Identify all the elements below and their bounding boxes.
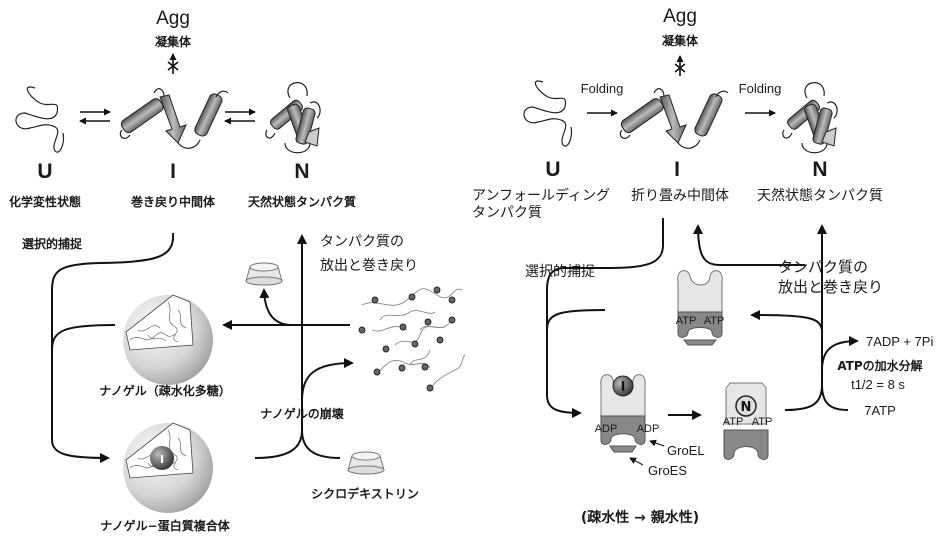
capture-label: 選択的捕捉 <box>525 264 595 280</box>
polymer-chains-icon <box>358 286 466 392</box>
cyclodextrin-icon <box>347 451 385 475</box>
folding-label-1: Folding <box>581 81 624 96</box>
state-u: U <box>545 158 560 181</box>
right-panel: Agg 凝集体 Folding Folding U I N アンフォールディング… <box>472 6 933 526</box>
atp7-label: 7ATP <box>864 403 896 418</box>
label-i: 折り畳み中間体 <box>631 188 729 204</box>
blocked-arrow-icon <box>168 54 178 74</box>
collapse-label: ナノゲルの崩壊 <box>260 406 344 421</box>
intermediate-protein-icon <box>618 88 729 149</box>
atp-label: ATP <box>723 416 744 428</box>
atp-merge-path <box>784 384 849 411</box>
capture-path <box>546 218 664 418</box>
native-protein-icon <box>265 82 321 154</box>
capture-branch <box>51 324 116 351</box>
release-label-2: 放出と巻き戻り <box>320 258 418 274</box>
unfolded-protein-icon <box>15 86 65 153</box>
equilibrium-arrow-icon <box>224 108 256 125</box>
cyclodextrin-icon <box>245 262 283 286</box>
adp-label: ADP <box>637 423 660 435</box>
release-label-2: 放出と巻き戻り <box>778 278 883 296</box>
adp-label: ADP <box>595 423 618 435</box>
equilibrium-arrow-icon <box>79 108 111 125</box>
groel-empty-icon: ATP ATP <box>676 270 725 346</box>
atp-label: ATP <box>752 416 773 428</box>
agg-label: Agg <box>156 8 190 29</box>
release-to-i-arrow <box>693 224 805 266</box>
capture-path <box>51 232 175 463</box>
groel-native-icon: N ATP ATP <box>723 382 773 460</box>
blocked-arrow-icon <box>675 56 685 76</box>
label-u-1: アンフォールディング <box>472 187 610 204</box>
state-i: I <box>674 158 680 181</box>
inner-i-label: I <box>160 453 164 466</box>
footer-label: (疎水性 → 親水性) <box>581 509 699 526</box>
hydrolysis-label: ATPの加水分解 <box>837 358 922 373</box>
inner-i-label: I <box>621 380 626 395</box>
native-protein-icon <box>782 82 838 154</box>
label-n: 天然状態タンパク質 <box>248 194 356 209</box>
cyclodextrin-label: シクロデキストリン <box>311 486 419 501</box>
aggregate-label: 凝集体 <box>155 34 192 49</box>
atp-label: ATP <box>676 315 697 327</box>
groel-intermediate-icon: I ADP ADP <box>595 374 660 453</box>
nanogel-label: ナノゲル（疎水化多糖） <box>99 383 230 398</box>
intermediate-protein-icon <box>118 88 229 149</box>
complex-icon: I <box>122 422 214 514</box>
release-label-1: タンパク質の <box>778 258 868 276</box>
state-n: N <box>294 160 309 183</box>
capture-label: 選択的捕捉 <box>22 236 83 251</box>
collapse-arrow <box>301 358 354 401</box>
cd-release-arrow <box>259 288 291 326</box>
nanogel-icon <box>122 294 214 386</box>
cd-merge-path <box>254 429 341 459</box>
state-n: N <box>812 158 827 181</box>
state-u: U <box>37 160 52 183</box>
label-u-2: タンパク質 <box>472 205 542 221</box>
release-label-1: タンパク質の <box>320 234 404 250</box>
groes-pointer <box>629 457 644 466</box>
complex-label: ナノゲル−蛋白質複合体 <box>100 518 230 533</box>
folding-label-2: Folding <box>739 81 782 96</box>
inner-n-label: N <box>741 400 752 415</box>
cycle-return-arrow <box>750 310 823 331</box>
unfolded-protein-icon <box>523 80 573 147</box>
left-panel: Agg 凝集体 U I N 化学変性状態 巻き戻り中間体 天然状態タンパク質 選… <box>9 8 466 533</box>
adp-pi-label: 7ADP + 7Pi <box>866 334 933 349</box>
agg-label: Agg <box>663 6 697 27</box>
groel-pointer <box>649 439 665 447</box>
capture-branch <box>546 309 606 331</box>
label-n: 天然状態タンパク質 <box>757 187 883 204</box>
state-i: I <box>170 160 176 183</box>
label-i: 巻き戻り中間体 <box>130 194 216 209</box>
label-u: 化学変性状態 <box>9 194 81 209</box>
atp-label: ATP <box>704 315 725 327</box>
half-life-label: t1/2 = 8 s <box>851 377 905 392</box>
groel-label: GroEL <box>667 443 705 458</box>
adp-release-arrow <box>821 336 859 371</box>
groes-label: GroES <box>648 463 687 478</box>
aggregate-label: 凝集体 <box>662 33 699 48</box>
